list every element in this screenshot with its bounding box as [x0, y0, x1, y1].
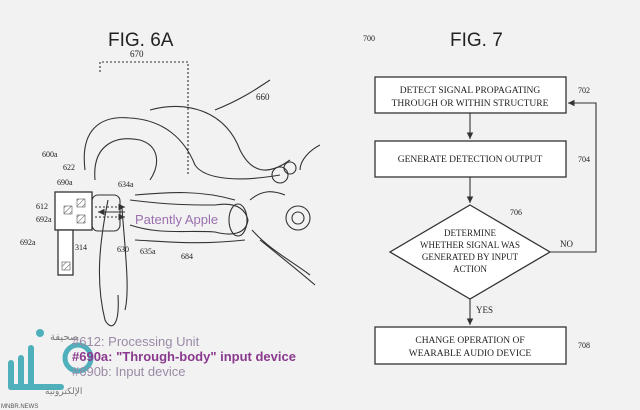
- watermark: Patently Apple: [135, 212, 218, 227]
- step-702-line1: DETECT SIGNAL PROPAGATING: [400, 86, 541, 96]
- step-708-line1: CHANGE OPERATION OF: [415, 336, 524, 346]
- ref-692a-outer: 692a: [20, 238, 36, 247]
- no-label: NO: [560, 239, 573, 249]
- step-702-box: [374, 76, 567, 114]
- ref-684: 684: [181, 252, 193, 261]
- step-706-line4: ACTION: [453, 264, 487, 274]
- fig-6a-title: FIG. 6A: [108, 30, 174, 51]
- step-708-line2: WEARABLE AUDIO DEVICE: [409, 349, 532, 359]
- logo-arabic-bottom: الإلكترونية: [45, 386, 82, 397]
- step-708-box: [374, 326, 567, 365]
- device-body: [54, 191, 93, 231]
- step-702-line2: THROUGH OR WITHIN STRUCTURE: [392, 99, 549, 109]
- logo-latin: MNBR.NEWS: [1, 404, 38, 410]
- ref-314: 314: [75, 243, 87, 252]
- step-706-line1: DETERMINE: [444, 228, 496, 238]
- ref-700: 700: [363, 34, 375, 43]
- ref-670: 670: [130, 49, 144, 59]
- step-704-line1: GENERATE DETECTION OUTPUT: [398, 155, 543, 165]
- ref-702: 702: [578, 86, 590, 95]
- ref-622: 622: [63, 163, 75, 172]
- ref-635a: 635a: [140, 247, 156, 256]
- caption-690b: #690b: Input device: [72, 364, 186, 379]
- step-706-line3: GENERATED BY INPUT: [422, 252, 519, 262]
- news-logo: صحيفة الإلكترونية MNBR.NEWS: [1, 329, 94, 410]
- ref-708: 708: [578, 341, 590, 350]
- yes-label: YES: [476, 305, 493, 315]
- ref-630: 630: [117, 245, 129, 254]
- fig-7-flowchart: FIG. 7 700 DETECT SIGNAL PROPAGATING THR…: [363, 30, 597, 365]
- bracket-670: [99, 61, 189, 175]
- step-704-box: [374, 140, 567, 178]
- logo-arabic-top: صحيفة: [50, 332, 78, 343]
- fig-7-title: FIG. 7: [450, 30, 503, 51]
- caption-690a: #690a: "Through-body" input device: [72, 349, 296, 364]
- ref-660: 660: [256, 92, 270, 102]
- no-loop-arrow: [550, 99, 597, 253]
- fig-6a: FIG. 6A 670 660: [20, 30, 321, 327]
- ref-634a: 634a: [118, 180, 134, 189]
- ear-drawing: [83, 79, 321, 327]
- ref-692a-inner: 692a: [36, 215, 52, 224]
- caption-612: #612: Processing Unit: [72, 334, 200, 349]
- ref-704: 704: [578, 155, 590, 164]
- step-706-line2: WHETHER SIGNAL WAS: [420, 240, 520, 250]
- ref-706: 706: [510, 208, 522, 217]
- ref-612: 612: [36, 202, 48, 211]
- ref-600a: 600a: [42, 150, 58, 159]
- ref-690a: 690a: [57, 178, 73, 187]
